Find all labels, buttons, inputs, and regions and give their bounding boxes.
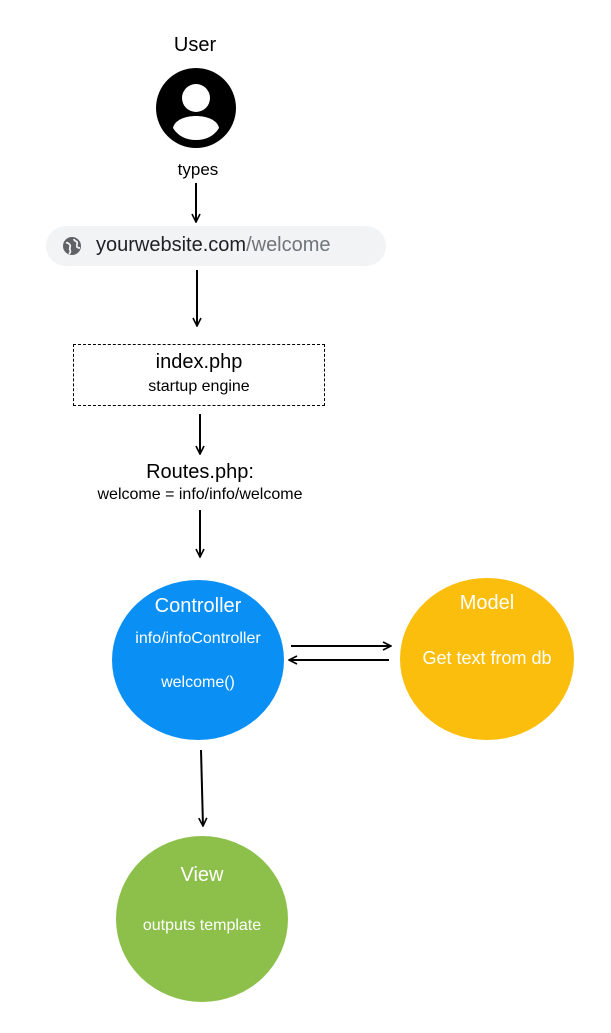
view-node xyxy=(116,836,288,1002)
user-label: User xyxy=(173,34,217,56)
index-php-title: index.php xyxy=(155,351,243,373)
controller-method: welcome() xyxy=(161,674,235,691)
types-label: types xyxy=(177,160,219,179)
view-title: View xyxy=(180,864,224,886)
user-avatar-icon xyxy=(156,68,236,148)
routes-title: Routes.php: xyxy=(146,461,254,483)
controller-node xyxy=(112,580,284,740)
url-bar xyxy=(46,226,386,266)
routes-rule: welcome = info/info/welcome xyxy=(97,486,303,503)
controller-title: Controller xyxy=(154,595,242,617)
index-php-box xyxy=(73,344,325,406)
controller-path: info/infoController xyxy=(135,630,261,647)
arrow-controller-to-view xyxy=(201,749,203,826)
model-title: Model xyxy=(459,592,515,614)
url-text: yourwebsite.com/welcome xyxy=(96,234,331,257)
index-php-subtitle: startup engine xyxy=(148,378,250,395)
view-description: outputs template xyxy=(142,917,262,934)
url-host: yourwebsite.com xyxy=(96,234,247,256)
globe-icon xyxy=(63,237,81,255)
model-description: Get text from db xyxy=(422,648,552,668)
model-node xyxy=(400,578,574,740)
url-path: /welcome xyxy=(246,234,331,256)
